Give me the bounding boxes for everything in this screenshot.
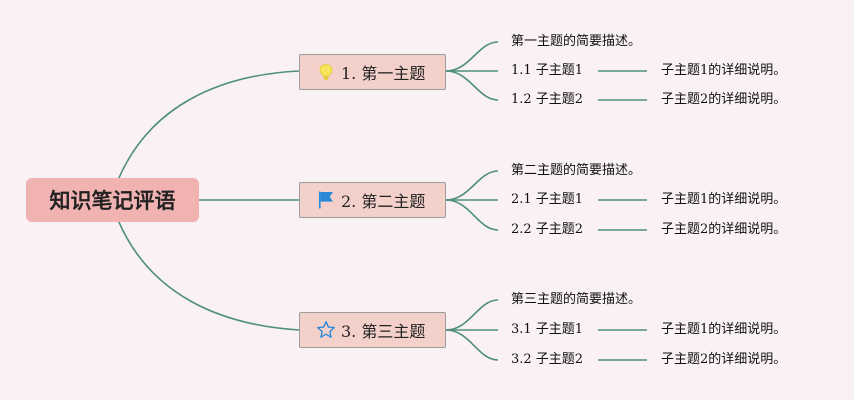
connector-topic-3-description (445, 299, 499, 331)
subtopic-3-1-detail[interactable]: 子主题1的详细说明。 (661, 322, 787, 337)
topic-2-description[interactable]: 第二主题的简要描述。 (511, 163, 642, 178)
subtopic-2-1[interactable]: 2.1 子主题1 (511, 192, 584, 207)
subtopic-1-2[interactable]: 1.2 子主题2 (511, 92, 584, 107)
subtopic-1-2-detail[interactable]: 子主题2的详细说明。 (661, 92, 787, 107)
topic-node-3[interactable]: 3. 第三主题 (299, 312, 446, 348)
topic-node-2[interactable]: 2. 第二主题 (299, 182, 446, 218)
subtopic-2-1-detail[interactable]: 子主题1的详细说明。 (661, 192, 787, 207)
topic-node-1-label: 1. 第一主题 (341, 64, 426, 83)
subtopic-3-2-detail[interactable]: 子主题2的详细说明。 (661, 352, 787, 367)
connector-root-topic-3 (117, 219, 300, 331)
root-node[interactable]: 知识笔记评语 (26, 178, 199, 222)
lightbulb-icon (316, 62, 336, 82)
subtopic-2-2-detail[interactable]: 子主题2的详细说明。 (661, 222, 787, 237)
topic-1-description[interactable]: 第一主题的简要描述。 (511, 34, 642, 49)
root-node-label: 知识笔记评语 (49, 189, 176, 213)
connector-topic-1-sub-2 (445, 70, 499, 101)
topic-node-1[interactable]: 1. 第一主题 (299, 54, 446, 90)
star-icon (316, 320, 336, 340)
connector-topic-2-sub-2 (445, 199, 499, 231)
flag-icon (316, 190, 336, 210)
subtopic-2-2[interactable]: 2.2 子主题2 (511, 222, 584, 237)
connector-topic-2-description (445, 170, 499, 201)
topic-node-3-label: 3. 第三主题 (341, 322, 426, 341)
subtopic-3-2[interactable]: 3.2 子主题2 (511, 352, 584, 367)
connector-root-topic-1 (117, 70, 300, 181)
connector-topic-3-sub-2 (445, 329, 499, 361)
subtopic-1-1-detail[interactable]: 子主题1的详细说明。 (661, 63, 787, 78)
connector-topic-1-description (445, 41, 499, 72)
subtopic-1-1[interactable]: 1.1 子主题1 (511, 63, 584, 78)
topic-3-description[interactable]: 第三主题的简要描述。 (511, 292, 642, 307)
subtopic-3-1[interactable]: 3.1 子主题1 (511, 322, 584, 337)
topic-node-2-label: 2. 第二主题 (341, 192, 426, 211)
